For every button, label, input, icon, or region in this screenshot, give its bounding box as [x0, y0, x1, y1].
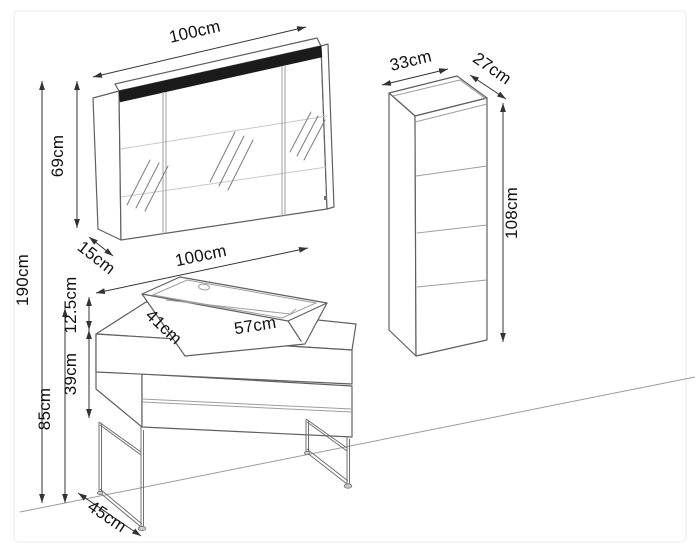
- mirror-hatch-right: [289, 111, 326, 161]
- tall-cabinet: [388, 75, 488, 357]
- vanity-drawer-gap: [141, 398, 353, 413]
- sink-height-label: 12.5cm: [61, 277, 80, 334]
- vanity-foot-front-left: [137, 525, 147, 532]
- vanity-foot-front-right: [343, 483, 353, 489]
- mirror-reflection-lines: [120, 115, 328, 198]
- overall-height-label: 190cm: [13, 254, 32, 306]
- dim-arrow-mirror-width: [92, 26, 307, 78]
- dim-arrow-vanity-depth: [77, 492, 142, 537]
- mirror-hatch-left: [126, 159, 169, 212]
- vanity-leg-frame-right: [303, 418, 353, 489]
- tall-cabinet-front: [414, 97, 488, 357]
- vanity-foot-back-right: [303, 450, 310, 455]
- mirror-door-handle: [324, 196, 327, 200]
- dim-arrow-vanity-width: [95, 247, 309, 294]
- vanity-body-height-label: 39cm: [61, 353, 80, 395]
- floor-line: [19, 376, 696, 513]
- tall-cabinet-side: [388, 92, 417, 357]
- tall-cabinet-door-lines: [414, 103, 488, 288]
- mirror-cabinet-side: [92, 90, 122, 241]
- mirror-door-dividers: [162, 65, 286, 234]
- dim-arrow-tall-width: [381, 68, 449, 86]
- vanity-body-front: [141, 373, 353, 438]
- mirror-height-label: 69cm: [48, 135, 67, 177]
- tall-height-label: 108cm: [502, 187, 521, 239]
- dim-arrow-tall-depth: [469, 74, 507, 100]
- dimension-lines: [39, 26, 507, 537]
- mirror-hatch-center: [209, 131, 254, 191]
- mirror-cabinet-right-cap: [320, 43, 335, 210]
- countertop-sink: [141, 276, 328, 357]
- sink-basin-floor-line: [165, 299, 297, 315]
- vanity-height-label: 85cm: [35, 388, 54, 430]
- vanity-foot-back-left: [97, 490, 104, 495]
- sink-edges: [141, 293, 328, 342]
